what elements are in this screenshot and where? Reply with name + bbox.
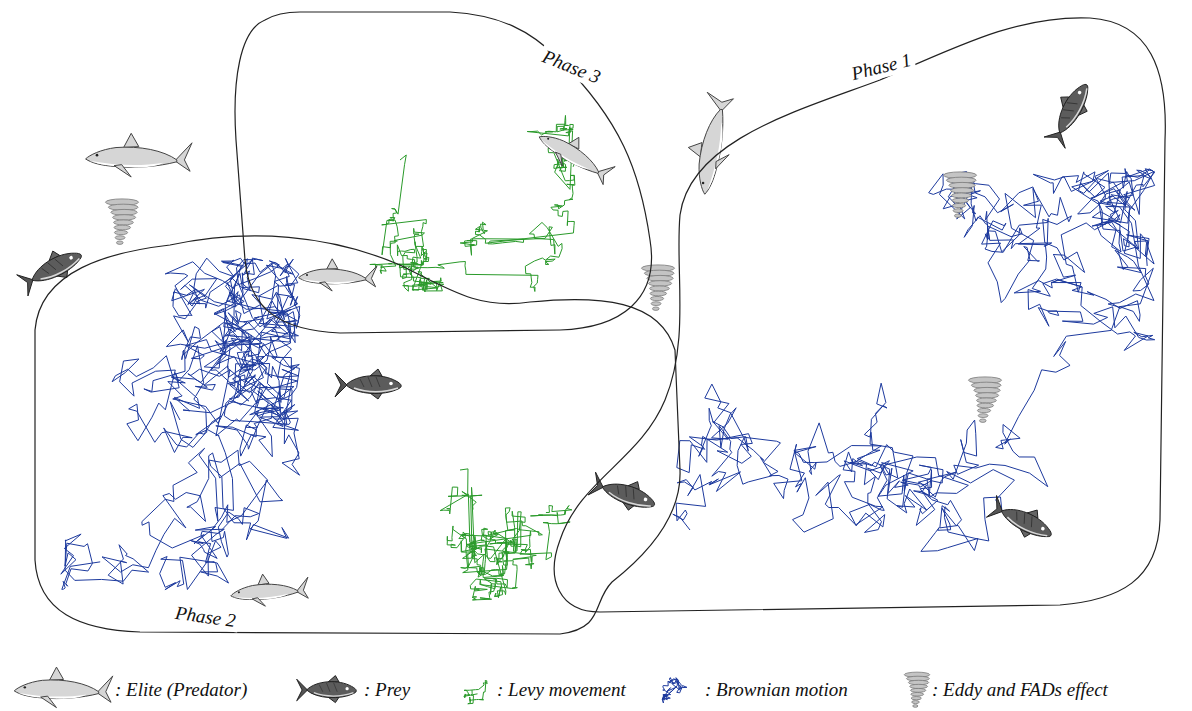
eddy-ring: [976, 393, 999, 398]
eddy-ring: [980, 419, 987, 422]
legend-item: : Eddy and FADs effect: [932, 679, 1108, 701]
predator-shark: [86, 133, 192, 177]
phase-outline: [35, 236, 680, 634]
phase-label: Phase 2: [171, 601, 240, 632]
eddy-ring: [977, 408, 990, 412]
eddy-ring: [911, 692, 924, 696]
eddy-ring: [653, 307, 660, 310]
phase-label: Phase 3: [536, 44, 606, 89]
prey-fish: [986, 492, 1059, 547]
phase-label: Phase 1: [846, 48, 916, 85]
label-anchor: Phase 2: [172, 606, 239, 628]
label-anchor: Phase 1: [848, 56, 915, 78]
eddy-ring: [114, 225, 131, 230]
eddy-ring: [650, 296, 663, 300]
eddy-ring: [953, 209, 963, 213]
legend-text: : Elite (Predator): [115, 679, 247, 701]
legend-levy-sample: [464, 680, 488, 703]
eddy-ring: [650, 291, 667, 296]
eddy-ring: [910, 684, 928, 688]
phase-region: Phase 3: [225, 5, 665, 340]
phase-outline: [235, 12, 652, 333]
eddy-ring: [115, 236, 125, 240]
levy-path: [440, 469, 572, 600]
predator-shark: [299, 259, 377, 291]
phase-outline: [554, 18, 1165, 612]
walks: [61, 115, 1155, 703]
phase-outline-layer: [25, 220, 690, 645]
phase-outline-layer: [540, 8, 1180, 620]
eddy-ring: [912, 701, 920, 704]
eddy-ring: [650, 286, 670, 291]
eddy-ring: [977, 403, 994, 408]
prey-fish: [15, 240, 88, 298]
predator-shark: [532, 120, 618, 189]
eddy-fads-icon: [944, 172, 977, 217]
eddy-ring: [651, 302, 661, 306]
phase-outline-layer: [225, 5, 665, 340]
legend-item: : Elite (Predator): [115, 679, 247, 701]
brownian-path: [673, 169, 1155, 552]
legend-item: : Prey: [364, 679, 410, 701]
legend-item: : Brownian motion: [705, 679, 848, 701]
eddy-ring: [911, 697, 921, 700]
prey-fish: [1041, 77, 1099, 150]
eddy-ring: [649, 281, 672, 286]
legend-text: : Prey: [364, 679, 410, 701]
eddy-ring: [955, 214, 962, 217]
eddy-fads-icon: [106, 199, 139, 244]
eddy-ring: [952, 193, 972, 198]
eddy-fads-icon: [642, 265, 675, 310]
eddy-ring: [952, 203, 965, 207]
prey-fish: [297, 676, 357, 703]
eddy-ring: [952, 198, 969, 203]
eddy-ring: [113, 215, 136, 220]
eddy-ring: [117, 241, 124, 244]
predator-shark: [14, 667, 113, 707]
eddy-ring: [910, 688, 925, 692]
eddy-ring: [977, 398, 997, 403]
label-anchor: Phase 3: [538, 56, 605, 78]
eddy-fads-icon: [904, 672, 930, 707]
icons: [14, 77, 1098, 708]
eddy-ring: [913, 705, 918, 708]
eddy-fads-icon: [969, 377, 1002, 422]
eddy-ring: [978, 414, 988, 418]
eddy-ring: [114, 230, 127, 234]
legend-text: : Levy movement: [497, 679, 626, 701]
legend-item: : Levy movement: [497, 679, 626, 701]
prey-fish: [335, 369, 401, 399]
predator-shark: [229, 570, 310, 609]
eddy-ring: [114, 220, 134, 225]
legend-text: : Eddy and FADs effect: [932, 679, 1108, 701]
legend-brownian-sample: [662, 678, 687, 703]
eddy-ring: [951, 188, 974, 193]
phase-region: Phase 2: [25, 220, 690, 645]
phase-region: Phase 1: [540, 8, 1180, 620]
legend-text: : Brownian motion: [705, 679, 848, 701]
prey-fish: [587, 468, 659, 517]
